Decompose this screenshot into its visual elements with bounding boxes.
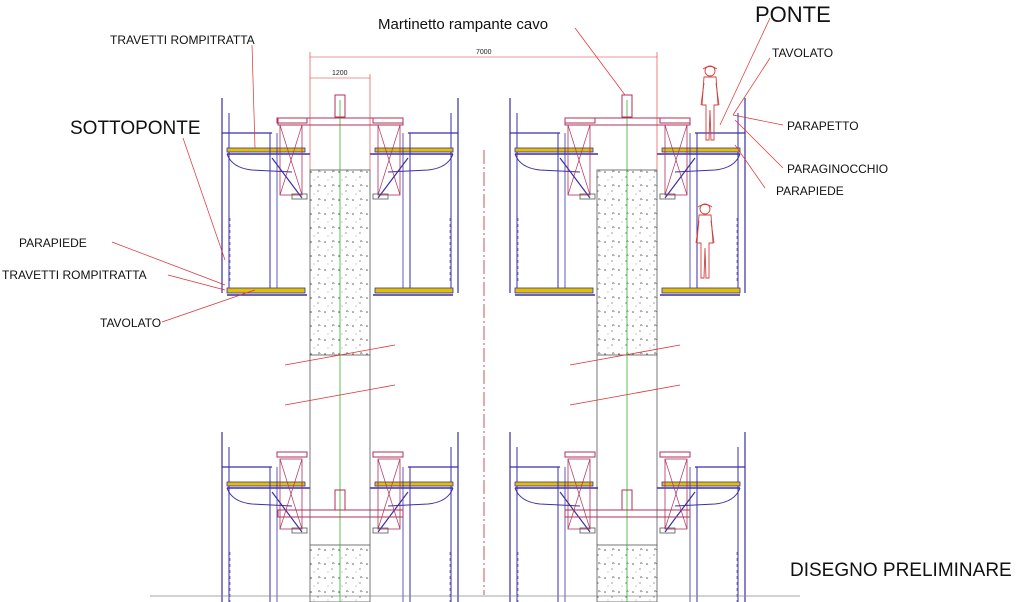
label-parapiede-left: PARAPIEDE — [19, 236, 87, 250]
label-parapiede-right: PARAPIEDE — [776, 184, 844, 198]
dimension-pier-width: 1200 — [332, 70, 348, 77]
dimension-overall: 7000 — [476, 49, 492, 56]
label-ponte: PONTE — [755, 2, 831, 27]
label-travetti-top: TRAVETTI ROMPITRATTA — [110, 33, 255, 47]
leader-lines — [111, 17, 784, 323]
title-martinetto: Martinetto rampante cavo — [378, 16, 549, 33]
right-pier — [596, 100, 658, 602]
worker-upper — [700, 65, 720, 141]
jack-beams — [277, 94, 691, 518]
label-tavolato-left: TAVOLATO — [100, 316, 162, 330]
label-sottoponte: SOTTOPONTE — [70, 118, 201, 139]
label-travetti-left: TRAVETTI ROMPITRATTA — [2, 268, 147, 282]
worker-lower — [695, 203, 715, 279]
dimension-lines — [309, 52, 658, 170]
label-paraginocchio: PARAGINOCCHIO — [787, 162, 889, 176]
label-tavolato-right: TAVOLATO — [772, 46, 834, 60]
left-pier — [309, 100, 371, 602]
footer-disegno-preliminare: DISEGNO PRELIMINARE — [790, 560, 1012, 581]
break-lines — [284, 344, 681, 406]
label-parapetto: PARAPETTO — [787, 119, 859, 133]
